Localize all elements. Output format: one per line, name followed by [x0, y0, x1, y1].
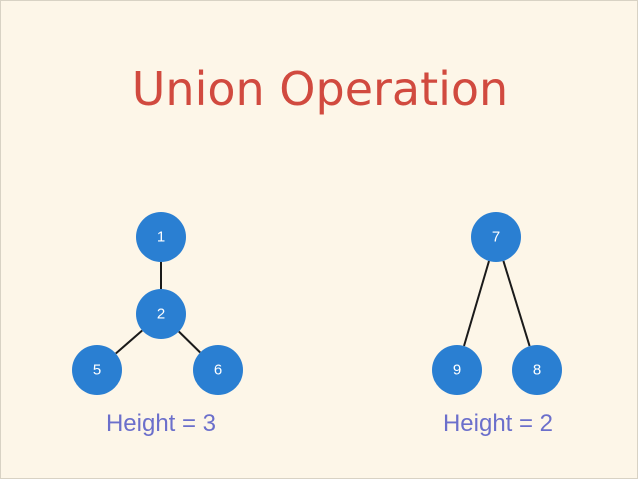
node-circle-1: [136, 212, 186, 262]
edge-2-6: [178, 330, 201, 354]
right-tree-caption: Height = 2: [442, 410, 554, 437]
node-label-9: 9: [453, 362, 461, 379]
tree-node-9: 9: [432, 345, 482, 395]
tree-node-7: 7: [471, 212, 521, 262]
nodes-layer: 1 2 5 6 7 9 8: [72, 212, 562, 395]
node-circle-7: [471, 212, 521, 262]
edge-7-8: [502, 260, 531, 347]
node-circle-9: [432, 345, 482, 395]
node-label-6: 6: [214, 362, 222, 379]
node-circle-5: [72, 345, 122, 395]
tree-node-5: 5: [72, 345, 122, 395]
tree-node-6: 6: [193, 345, 243, 395]
edges-layer: [115, 260, 531, 355]
edge-2-5: [115, 329, 143, 355]
node-label-5: 5: [93, 362, 101, 379]
node-circle-6: [193, 345, 243, 395]
tree-node-8: 8: [512, 345, 562, 395]
node-circle-2: [136, 289, 186, 339]
node-label-2: 2: [157, 306, 165, 323]
node-label-7: 7: [492, 229, 500, 246]
slide-title: Union Operation: [131, 62, 509, 116]
node-label-1: 1: [157, 229, 165, 246]
node-label-8: 8: [533, 362, 541, 379]
edge-7-9: [463, 260, 490, 347]
tree-node-2: 2: [136, 289, 186, 339]
node-circle-8: [512, 345, 562, 395]
tree-node-1: 1: [136, 212, 186, 262]
left-tree-caption: Height = 3: [105, 410, 217, 437]
